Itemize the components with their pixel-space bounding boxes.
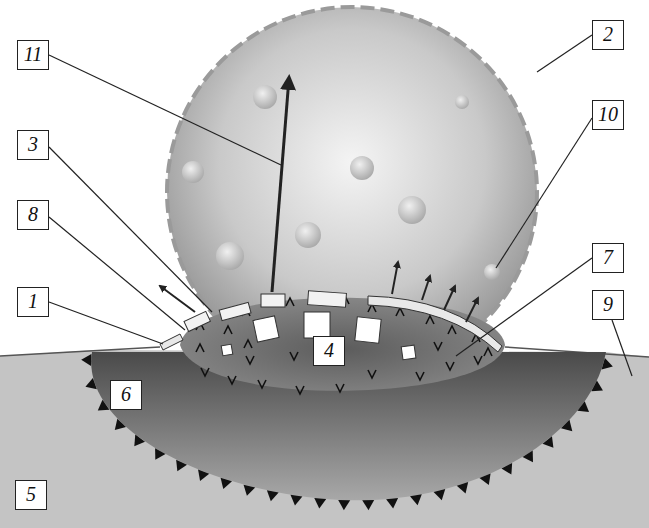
boundary-mark (155, 448, 165, 460)
callout-number: 10 (592, 100, 624, 130)
chevron-mark (296, 386, 304, 394)
boundary-mark (314, 498, 326, 509)
chevron-mark (484, 348, 492, 356)
chevron-mark (434, 342, 442, 350)
boundary-mark (244, 485, 256, 496)
boundary-mark (85, 378, 96, 389)
callout-number: 5 (15, 480, 47, 510)
chevron-mark (286, 298, 294, 306)
chevron-mark (201, 368, 209, 376)
boundary-mark (410, 494, 422, 505)
boundary-mark (338, 500, 350, 510)
inclusions (182, 85, 500, 280)
chevron-mark (196, 344, 204, 352)
callout-number: 9 (592, 290, 624, 320)
callout-number: 1 (17, 287, 49, 317)
boundary-mark (115, 419, 126, 430)
boundary-mark (561, 420, 572, 431)
boundary-mark (543, 436, 554, 448)
boundary-mark (386, 498, 398, 509)
boundary-mark (290, 495, 302, 506)
boundary-mark (501, 463, 512, 475)
callout-number: 6 (110, 380, 142, 410)
boundary-mark (362, 500, 374, 510)
chevron-mark (448, 326, 456, 334)
boundary-mark (591, 381, 603, 392)
callout-number: 8 (17, 200, 49, 230)
chevron-mark (258, 380, 266, 388)
boundary-mark (134, 435, 145, 447)
callout-number: 7 (592, 243, 624, 273)
boundary-mark (479, 473, 490, 485)
fragments (184, 291, 346, 332)
chevron-mark (290, 352, 298, 360)
boundary-mark (81, 354, 91, 366)
chevron-mark (336, 384, 344, 392)
boundary-mark (198, 469, 209, 480)
callout-number: 3 (17, 130, 49, 160)
callout-number: 4 (313, 336, 345, 366)
boundary-mark (221, 478, 232, 489)
chevron-mark (244, 340, 252, 348)
callout-number: 11 (17, 40, 49, 70)
chevron-mark (446, 362, 454, 370)
boundary-mark (577, 401, 589, 412)
chevron-mark (224, 326, 232, 334)
boundary-mark (434, 489, 446, 500)
leader-lines (49, 35, 632, 376)
chevron-mark (228, 376, 236, 384)
chevron-mark (426, 316, 434, 324)
boundary-mark (523, 451, 533, 463)
boundary-mark (602, 358, 613, 370)
film (160, 334, 183, 350)
chevron-mark (416, 372, 424, 380)
chevron-mark (246, 356, 254, 364)
boundary-mark (267, 490, 279, 501)
film (368, 296, 502, 352)
boundary-mark (98, 400, 110, 411)
boundary-mark (457, 482, 468, 493)
chevron-mark (474, 356, 482, 364)
callout-number: 2 (592, 20, 624, 50)
boundary-mark (176, 460, 187, 472)
reaction-zone (180, 298, 505, 391)
chevron-mark (368, 370, 376, 378)
chevron-mark (396, 308, 404, 316)
flux-arrows (160, 78, 478, 322)
